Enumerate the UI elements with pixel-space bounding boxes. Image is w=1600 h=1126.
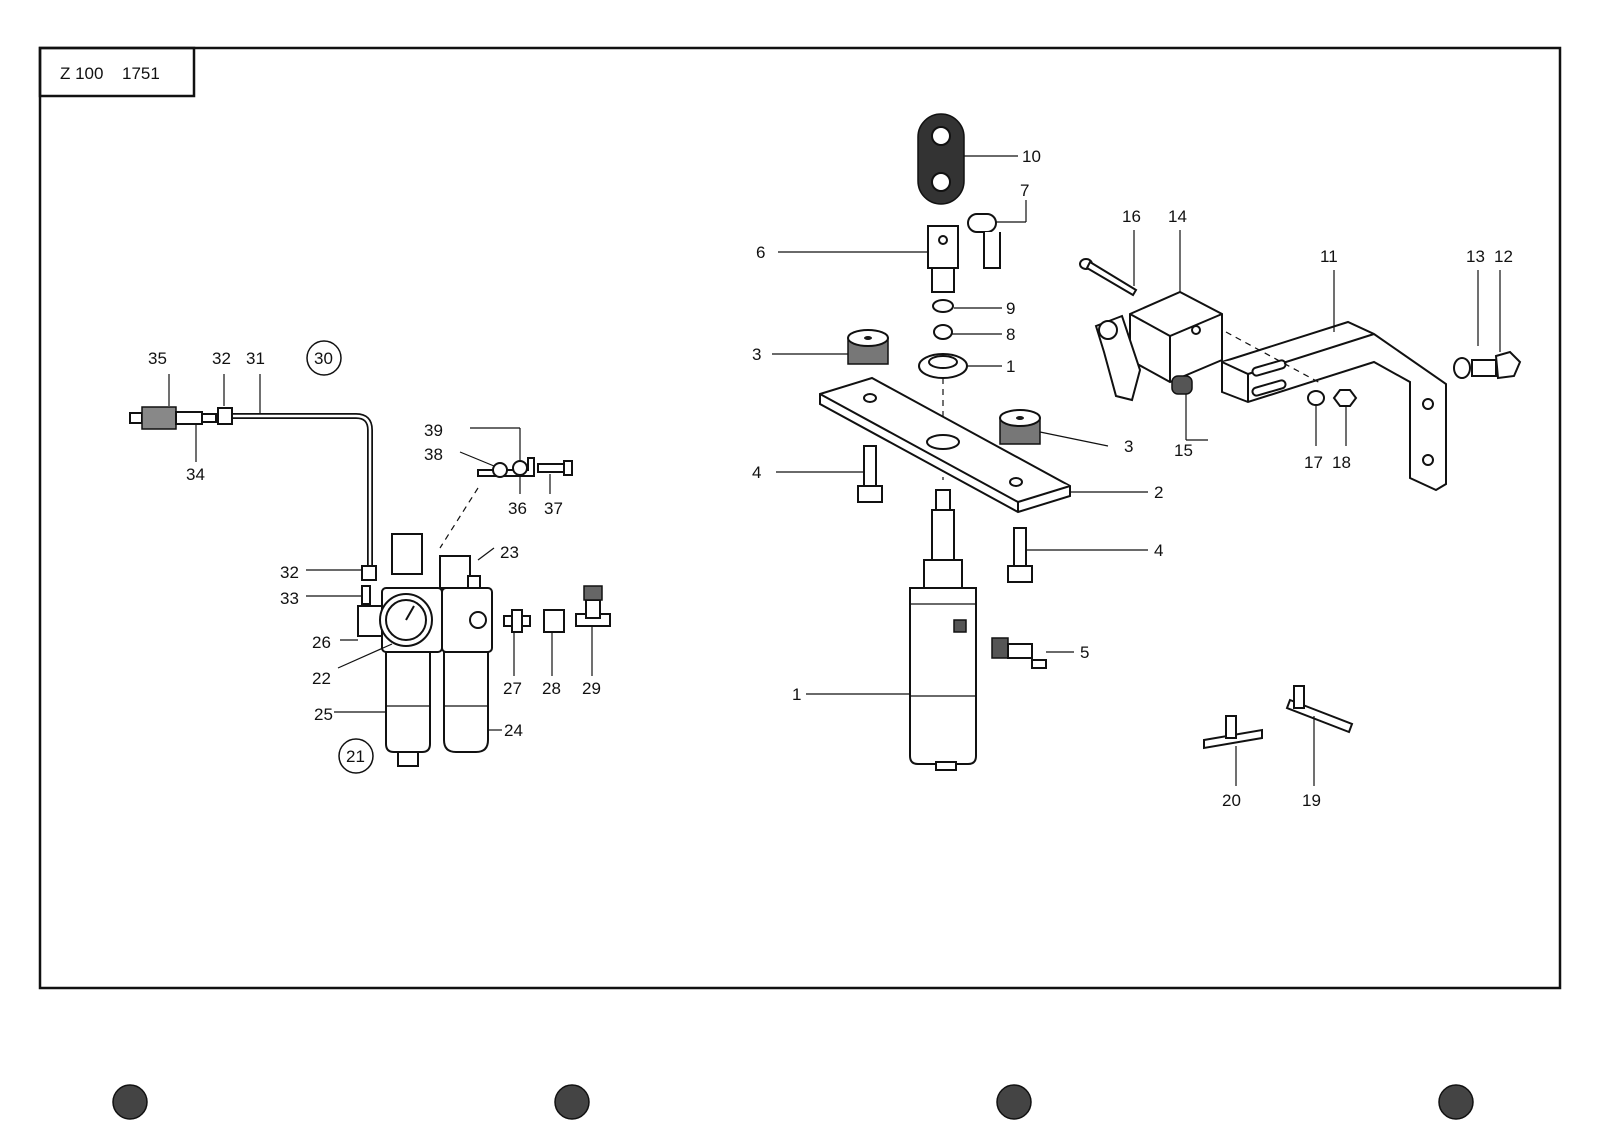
callout-4-left: 4 xyxy=(752,463,761,482)
cylinder-assembly: 10 7 6 9 8 1 3 3 4 2 4 5 1 xyxy=(752,113,1163,771)
lubricator-unit xyxy=(439,555,493,753)
spacer-3-left xyxy=(847,329,889,365)
callout-19: 19 xyxy=(1302,791,1321,810)
callout-36: 36 xyxy=(508,499,527,518)
lubricator-bowl-24 xyxy=(443,651,489,753)
callout-35: 35 xyxy=(148,349,167,368)
callout-30: 30 xyxy=(314,349,333,368)
fitting-32-lower xyxy=(361,565,377,581)
link-plate-10 xyxy=(917,113,965,205)
callout-18: 18 xyxy=(1332,453,1351,472)
nut-8 xyxy=(933,324,953,340)
hose-31 xyxy=(232,413,373,572)
tee-fitting-20 xyxy=(1203,715,1263,750)
tee-29 xyxy=(575,585,611,627)
callout-39: 39 xyxy=(424,421,443,440)
screw-37 xyxy=(537,460,573,476)
fitting-32-top xyxy=(217,407,233,425)
callout-4-right: 4 xyxy=(1154,541,1163,560)
valve-14 xyxy=(1094,290,1223,402)
callout-30-circle xyxy=(306,340,342,376)
callout-9: 9 xyxy=(1006,299,1015,318)
callout-5: 5 xyxy=(1080,643,1089,662)
callout-27: 27 xyxy=(503,679,522,698)
nut-1-top xyxy=(918,353,968,379)
drawing-frame xyxy=(38,46,1562,990)
clevis-6 xyxy=(927,225,959,293)
callout-14: 14 xyxy=(1168,207,1187,226)
callout-22: 22 xyxy=(312,669,331,688)
callout-24: 24 xyxy=(504,721,523,740)
callout-17: 17 xyxy=(1304,453,1323,472)
binder-hole xyxy=(554,1084,590,1120)
callout-34: 34 xyxy=(186,465,205,484)
callout-3-left: 3 xyxy=(752,345,761,364)
valve-bracket-assembly: 16 14 11 13 12 15 17 18 20 19 xyxy=(1079,207,1522,810)
model-code: Z 100 xyxy=(60,64,103,83)
callout-29: 29 xyxy=(582,679,601,698)
callout-31: 31 xyxy=(246,349,265,368)
fitting-5 xyxy=(991,637,1047,669)
callout-33: 33 xyxy=(280,589,299,608)
washer-13 xyxy=(1453,357,1471,379)
callout-10: 10 xyxy=(1022,147,1041,166)
spacer-3-right xyxy=(999,409,1041,445)
callout-38: 38 xyxy=(424,445,443,464)
plug-35 xyxy=(129,406,217,430)
callout-23: 23 xyxy=(500,543,519,562)
nut-18 xyxy=(1332,389,1358,407)
callout-12: 12 xyxy=(1494,247,1513,266)
washer-17 xyxy=(1307,390,1325,406)
callout-6: 6 xyxy=(756,243,765,262)
screw-33 xyxy=(361,585,371,605)
callout-20: 20 xyxy=(1222,791,1241,810)
pin-7 xyxy=(967,213,1001,269)
drawing-number: 1751 xyxy=(122,64,160,83)
pneumatic-cylinder-1 xyxy=(909,489,977,771)
nut-28 xyxy=(543,609,565,633)
air-service-unit-assembly: 35 32 31 30 34 39 38 36 37 23 32 33 26 2… xyxy=(129,340,611,774)
callout-28: 28 xyxy=(542,679,561,698)
callout-1-cylinder: 1 xyxy=(792,685,801,704)
washer-9 xyxy=(932,299,954,313)
callout-16: 16 xyxy=(1122,207,1141,226)
title-block: Z 100 1751 xyxy=(38,46,196,98)
callout-13: 13 xyxy=(1466,247,1485,266)
callout-21-circle xyxy=(338,738,374,774)
callout-1-nut: 1 xyxy=(1006,357,1015,376)
binder-hole xyxy=(996,1084,1032,1120)
fitting-27 xyxy=(503,609,531,633)
binder-hole xyxy=(1438,1084,1474,1120)
bolt-4-left xyxy=(857,445,883,503)
callout-11: 11 xyxy=(1320,247,1338,266)
adjuster-15 xyxy=(1171,375,1193,395)
callout-25: 25 xyxy=(314,705,333,724)
screw-16 xyxy=(1079,258,1138,297)
callout-37: 37 xyxy=(544,499,563,518)
screw-39 xyxy=(512,460,528,476)
filter-bowl-25 xyxy=(385,651,431,753)
callout-26: 26 xyxy=(312,633,331,652)
tee-fitting-19 xyxy=(1285,685,1354,734)
binder-hole xyxy=(112,1084,148,1120)
callout-8: 8 xyxy=(1006,325,1015,344)
bracket-11 xyxy=(1221,320,1447,492)
callout-3-right: 3 xyxy=(1124,437,1133,456)
callout-15: 15 xyxy=(1174,441,1193,460)
bolt-12 xyxy=(1471,350,1522,380)
screw-38 xyxy=(492,462,508,478)
binder-holes xyxy=(112,1084,1474,1120)
callout-2: 2 xyxy=(1154,483,1163,502)
callout-32-lower: 32 xyxy=(280,563,299,582)
bolt-4-right xyxy=(1007,527,1033,583)
callout-21: 21 xyxy=(346,747,365,766)
callout-7: 7 xyxy=(1020,181,1029,200)
callout-32-top: 32 xyxy=(212,349,231,368)
